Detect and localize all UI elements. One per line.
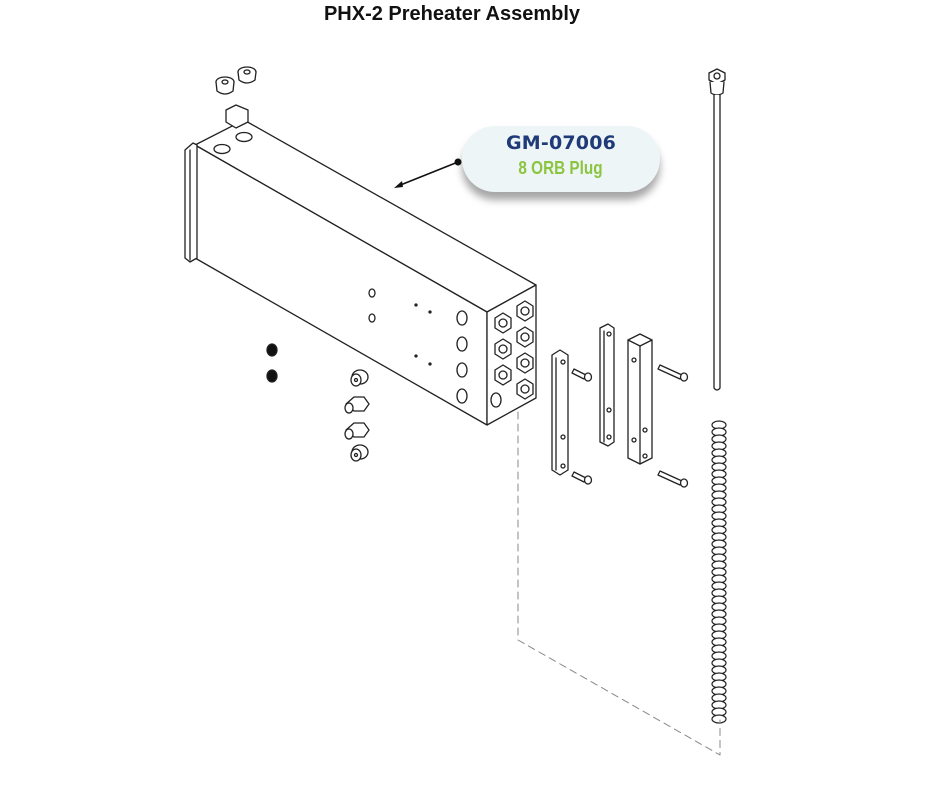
mounting-bracket <box>627 333 653 465</box>
bracket-screw <box>657 470 689 488</box>
assembly-guide-line <box>517 411 721 756</box>
fitting-column <box>344 369 370 462</box>
mounting-bracket <box>551 349 569 476</box>
bracket-screw <box>657 364 689 382</box>
bracket-screw <box>571 471 593 485</box>
set-screws <box>266 343 278 383</box>
callout-part-number: GM-07006 <box>505 132 617 154</box>
part-callout: GM-07006 8 ORB Plug <box>462 126 660 192</box>
coil-loop <box>711 714 727 724</box>
mounting-bracket <box>599 323 615 447</box>
top-orb-plug <box>237 66 257 84</box>
end-face-fittings <box>490 300 534 408</box>
callout-leader <box>394 158 462 188</box>
bracket-screw <box>571 368 593 382</box>
callout-description: 8 ORB Plug <box>518 158 604 178</box>
heating-coil <box>711 420 727 724</box>
heater-element-rod <box>708 68 726 391</box>
preheater-body <box>184 104 537 426</box>
top-orb-plug <box>215 76 235 95</box>
diagram-title: PHX-2 Preheater Assembly <box>323 3 581 25</box>
